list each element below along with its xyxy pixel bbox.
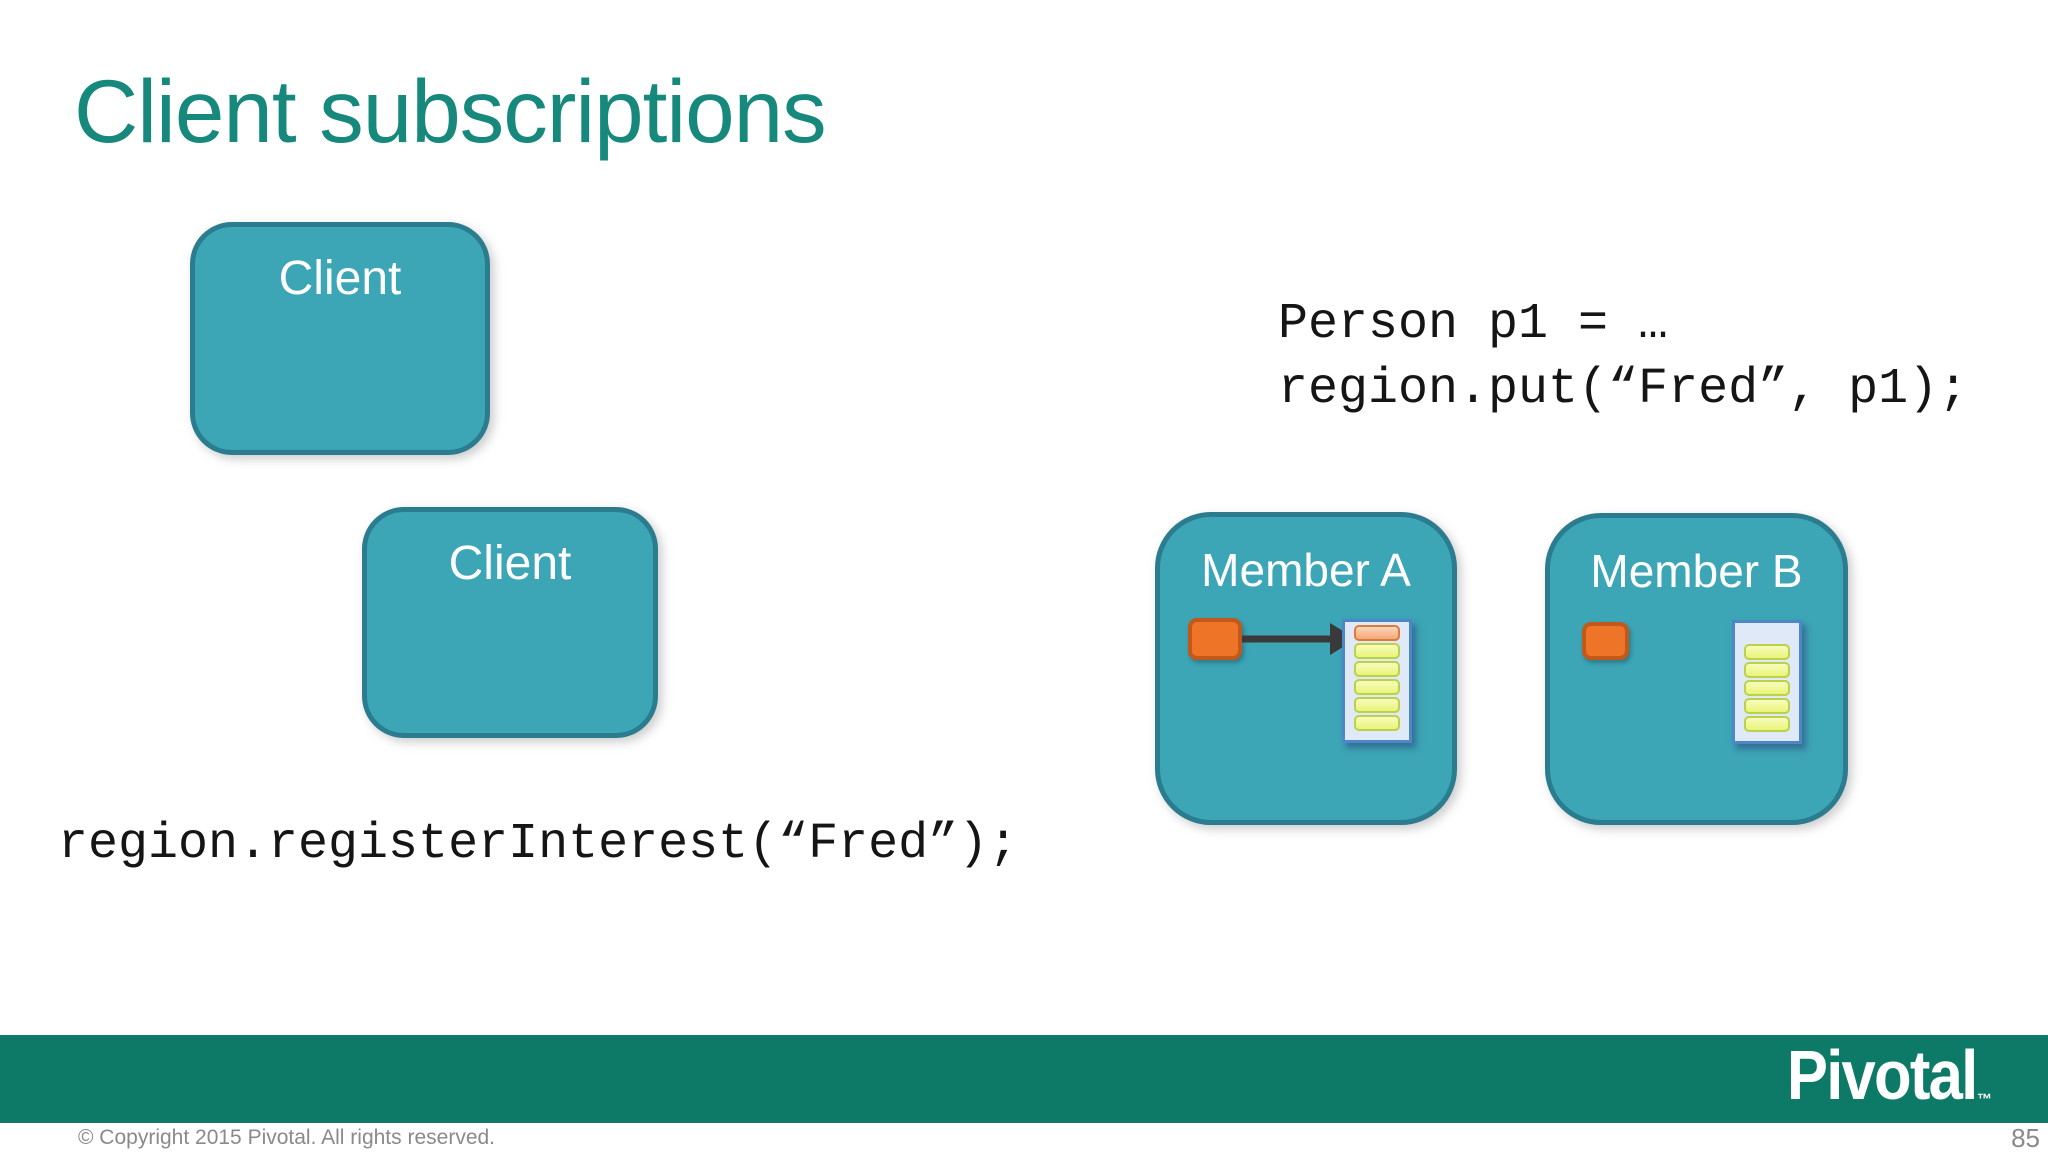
subscription-queue-icon — [1732, 620, 1802, 744]
queue-segment — [1744, 662, 1790, 678]
member-b-label: Member B — [1590, 545, 1803, 597]
code-put-line-1: Person p1 = … — [1278, 296, 1669, 353]
queue-segment — [1354, 697, 1400, 713]
copyright-text: © Copyright 2015 Pivotal. All rights res… — [78, 1126, 496, 1149]
footer-strip: © Copyright 2015 Pivotal. All rights res… — [0, 1123, 2048, 1152]
queue-segment — [1744, 680, 1790, 696]
trademark-symbol: ™ — [1977, 1091, 1992, 1108]
queue-segment — [1354, 679, 1400, 695]
member-a-box: Member A — [1155, 512, 1457, 825]
slide-title: Client subscriptions — [74, 61, 827, 161]
pivotal-logo: Pivotal ™ — [1761, 1037, 1992, 1113]
member-b-box: Member B — [1545, 513, 1848, 825]
entry-icon — [1582, 622, 1629, 660]
queue-segment — [1744, 716, 1790, 732]
page-number: 85 — [2011, 1123, 2040, 1152]
queue-segment — [1744, 698, 1790, 714]
queue-segment-new — [1354, 625, 1400, 641]
code-put-snippet: Person p1 = … region.put(“Fred”, p1); — [1278, 292, 1968, 422]
code-put-line-2: region.put(“Fred”, p1); — [1278, 361, 1969, 418]
subscription-queue-icon — [1342, 619, 1412, 743]
footer-bar: Pivotal ™ — [0, 1035, 2048, 1123]
queue-segment — [1354, 661, 1400, 677]
queue-segment — [1354, 715, 1400, 731]
code-register-interest: region.registerInterest(“Fred”); — [58, 816, 1019, 873]
pivotal-logo-text: Pivotal — [1787, 1036, 1978, 1114]
client-box-1: Client — [190, 222, 490, 455]
queue-segment — [1354, 643, 1400, 659]
member-a-label: Member A — [1201, 544, 1411, 596]
entry-icon — [1188, 618, 1242, 660]
client-box-label: Client — [278, 252, 402, 305]
queue-segment — [1744, 644, 1790, 660]
client-box-label: Client — [448, 537, 572, 590]
client-box-2: Client — [362, 507, 658, 738]
